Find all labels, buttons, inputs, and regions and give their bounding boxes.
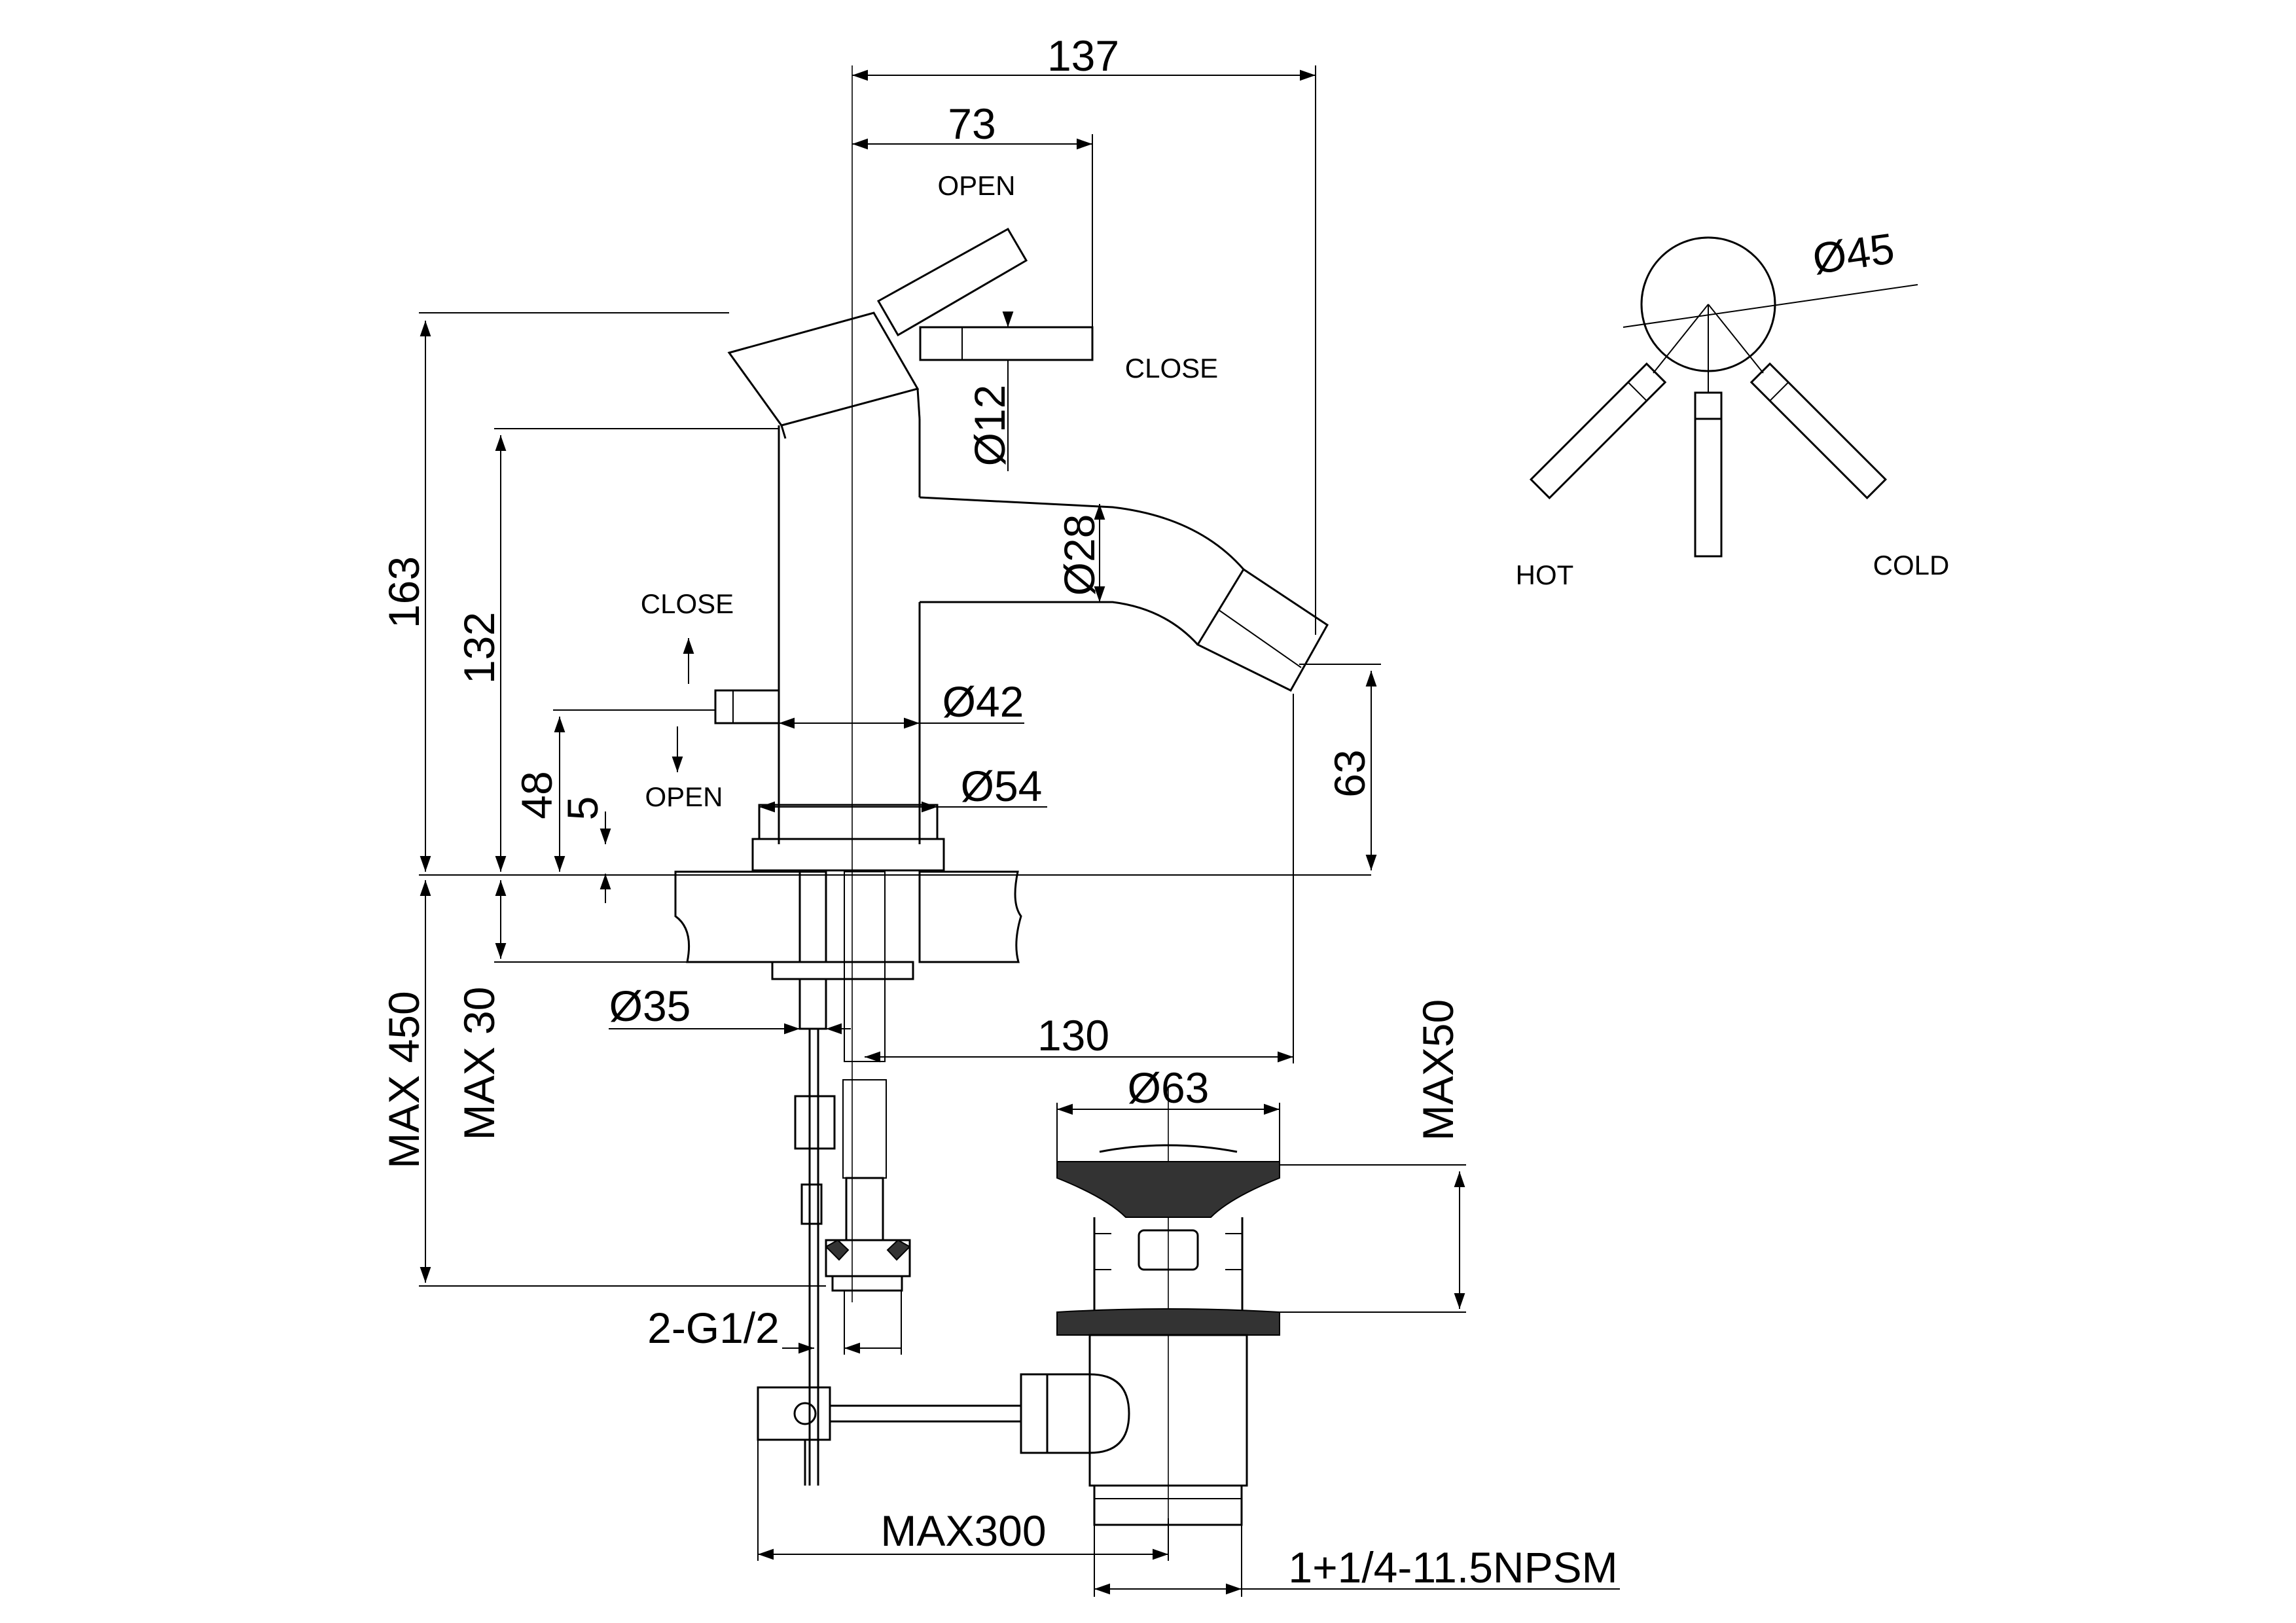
dim-overall-height: 163 xyxy=(380,556,428,628)
dim-deck-thickness: MAX 30 xyxy=(455,987,503,1141)
dim-overall-width: 137 xyxy=(1047,31,1119,80)
dim-body-diameter: Ø42 xyxy=(942,677,1024,726)
dim-base-diameter: Ø54 xyxy=(961,762,1043,810)
label-lever-open: OPEN xyxy=(937,170,1015,201)
dim-hose-length: MAX 450 xyxy=(380,991,428,1168)
dim-outlet-reach: 130 xyxy=(1037,1011,1109,1060)
dim-outlet-height: 63 xyxy=(1325,749,1374,797)
dim-spout-diameter: Ø28 xyxy=(1055,514,1103,596)
dim-plug-diameter: Ø63 xyxy=(1128,1063,1210,1112)
dim-handle-diameter: Ø45 xyxy=(1810,224,1897,283)
dim-spout-offset: 73 xyxy=(948,99,996,148)
dimension-labels: 137 73 Ø12 Ø28 Ø42 Ø54 Ø35 163 132 48 5 … xyxy=(380,31,1949,1592)
label-cold: COLD xyxy=(1873,550,1950,580)
label-hot: HOT xyxy=(1516,560,1574,590)
dim-spout-height: 132 xyxy=(455,612,503,684)
dim-rod-length: MAX300 xyxy=(880,1507,1046,1555)
dim-lever-diameter: Ø12 xyxy=(965,385,1014,467)
dim-base-height: 5 xyxy=(558,796,607,821)
handle-top-view xyxy=(1529,236,1918,558)
dim-waste-thread: 1+1/4-11.5NPSM xyxy=(1288,1543,1617,1592)
dim-popup-height: 48 xyxy=(512,771,561,819)
dimension-lines xyxy=(419,65,1620,1597)
label-popup-close: CLOSE xyxy=(641,588,734,619)
waste-assembly xyxy=(1020,1086,1280,1526)
label-lever-close: CLOSE xyxy=(1125,353,1218,383)
dim-connection: 2-G1/2 xyxy=(647,1304,780,1352)
dim-plug-lift: MAX50 xyxy=(1414,999,1462,1141)
dim-shank-diameter: Ø35 xyxy=(609,982,691,1030)
label-popup-open: OPEN xyxy=(645,781,723,812)
